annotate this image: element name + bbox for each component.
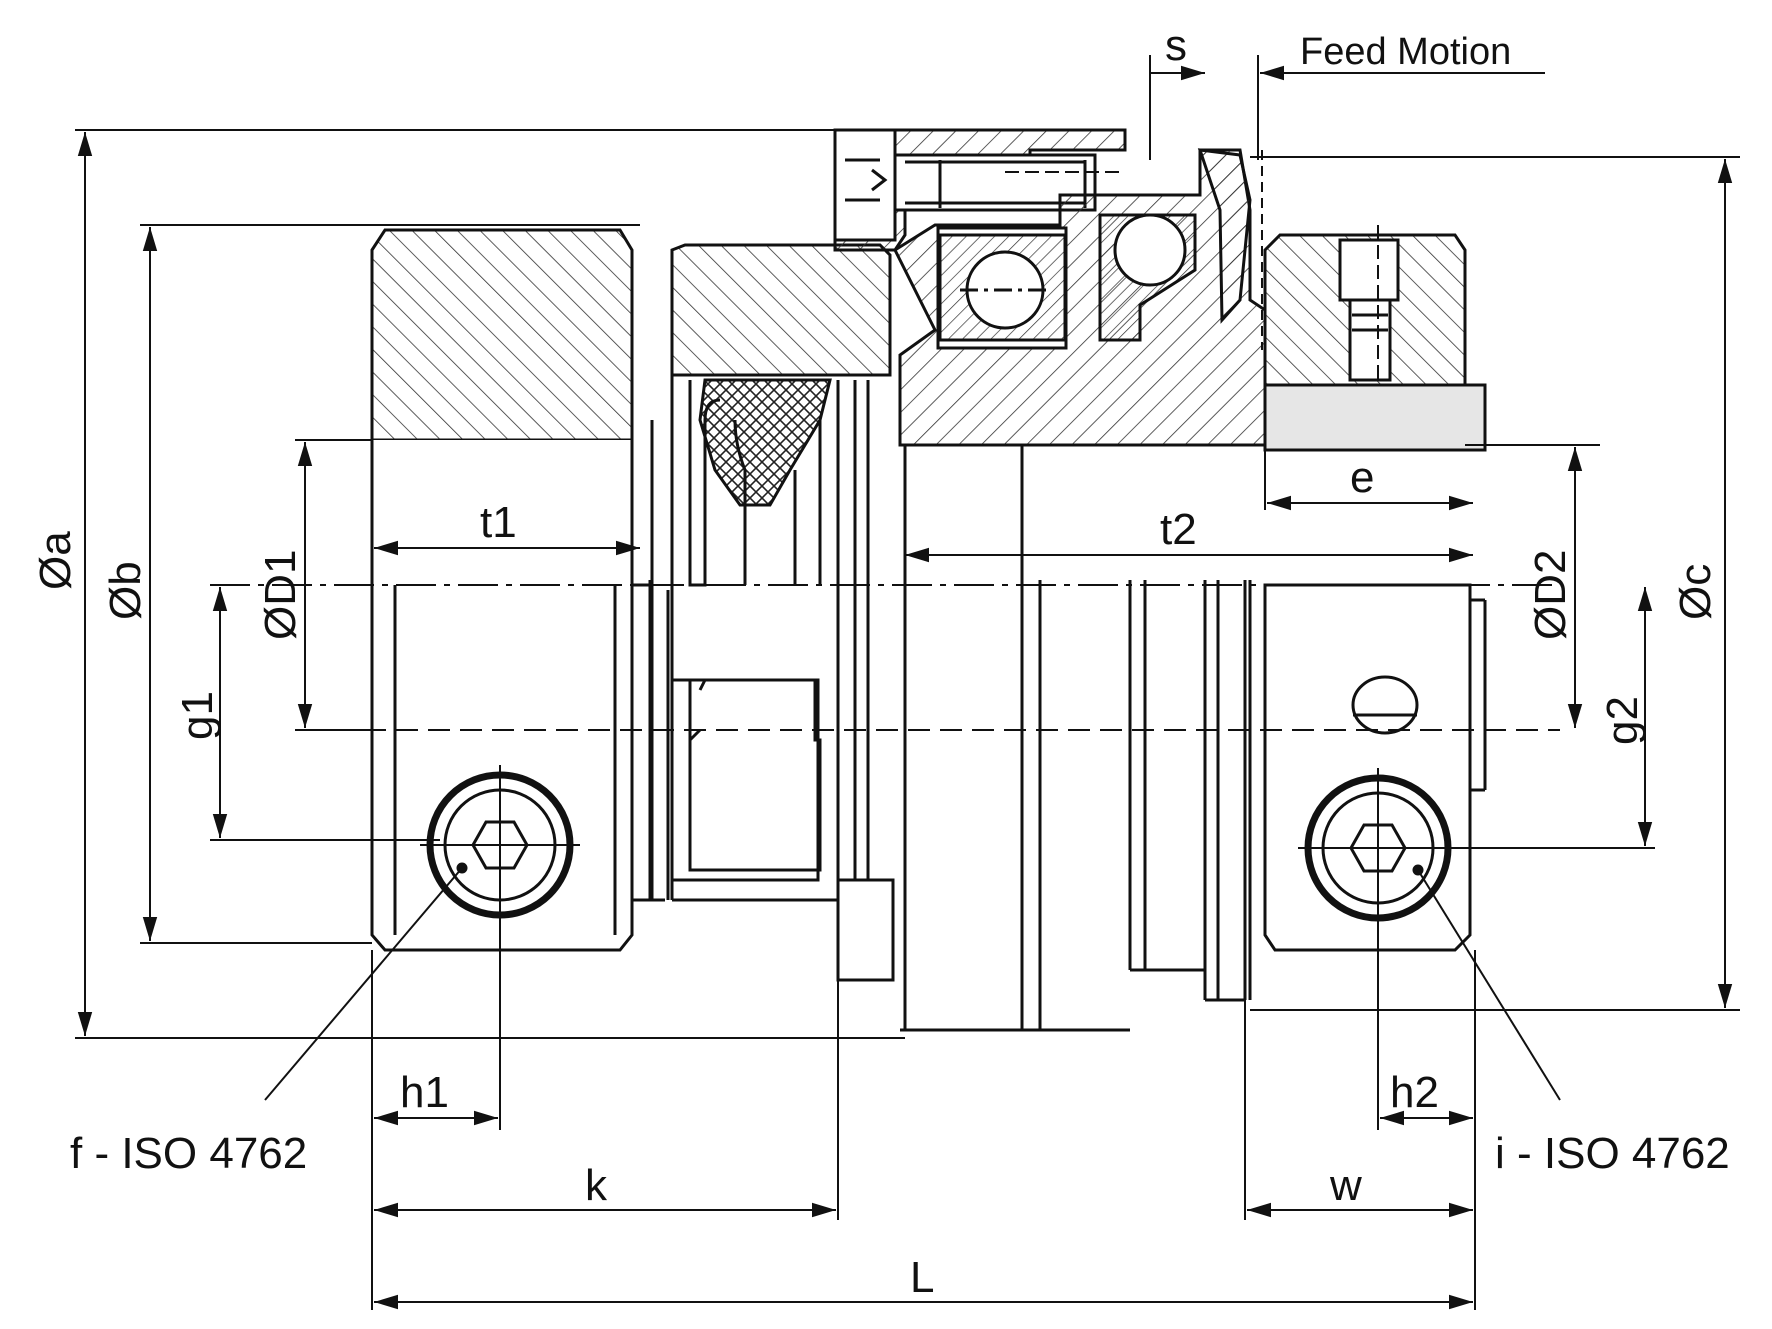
bushing-sleeve (1263, 383, 1487, 452)
label-t1: t1 (480, 498, 517, 547)
label-feed-motion: Feed Motion (1300, 31, 1511, 73)
center-lines (210, 150, 1560, 928)
label-dia-D1: ØD1 (256, 550, 305, 640)
pin-hole (1351, 675, 1419, 735)
label-t2: t2 (1160, 505, 1197, 554)
right-hub (1248, 233, 1487, 1000)
label-screw-i: i - ISO 4762 (1495, 1129, 1730, 1178)
set-screw (1338, 238, 1400, 302)
label-h2: h2 (1390, 1068, 1439, 1117)
label-dia-a: Øa (31, 531, 80, 590)
label-screw-f: f - ISO 4762 (70, 1129, 307, 1178)
label-s: s (1165, 21, 1187, 70)
leader-screw-f (264, 867, 463, 1101)
label-dia-b: Øb (101, 561, 150, 620)
elastomer-spider (650, 243, 895, 982)
labels: s Feed Motion Øa Øb ØD1 g1 Øc ØD2 g2 t1 … (31, 21, 1730, 1302)
label-w: w (1329, 1161, 1362, 1210)
cap-screw-head (833, 128, 897, 242)
leader-screw-i (1417, 869, 1561, 1101)
left-hub (370, 228, 665, 952)
clutch-housing (833, 128, 1267, 1032)
label-g2: g2 (1598, 696, 1647, 745)
label-dia-c: Øc (1671, 564, 1720, 620)
label-h1: h1 (400, 1068, 449, 1117)
label-k: k (585, 1161, 608, 1210)
detent-ball (1113, 213, 1187, 287)
label-dia-D2: ØD2 (1526, 550, 1575, 640)
label-L: L (910, 1253, 934, 1302)
label-e: e (1350, 453, 1374, 502)
dimension-lines (75, 55, 1740, 1310)
left-hub-section (370, 228, 634, 442)
label-g1: g1 (173, 691, 222, 740)
